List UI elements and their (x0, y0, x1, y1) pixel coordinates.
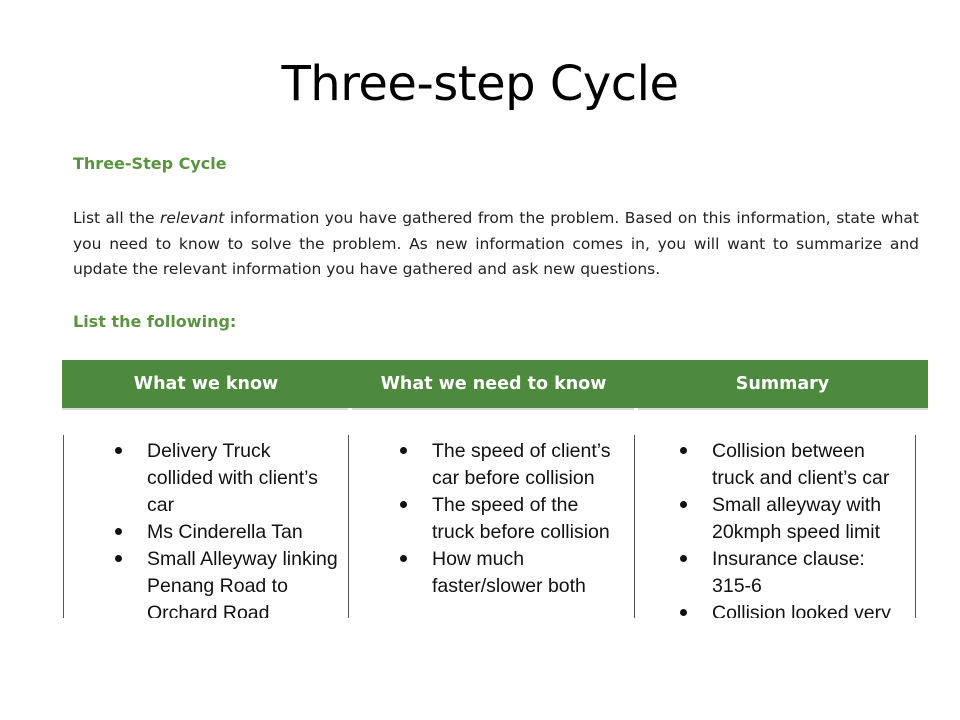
column-border (348, 435, 349, 620)
list-heading: List the following: (73, 312, 237, 331)
list-item: The speed of client’s car before collisi… (398, 438, 620, 492)
list-item: Small Alleyway linking Penang Road to Or… (113, 546, 338, 627)
list-item: Insurance clause: 315-6 (678, 546, 906, 600)
column-border (63, 435, 64, 620)
column-what-we-need-to-know: The speed of client’s car before collisi… (398, 438, 620, 600)
list-item: Ms Cinderella Tan (113, 519, 338, 546)
column-border (915, 435, 916, 620)
list-item: Collision between truck and client’s car (678, 438, 906, 492)
paragraph-emphasis: relevant (160, 209, 225, 227)
list-item: Delivery Truck collided with client’s ca… (113, 438, 338, 519)
column-what-we-know: Delivery Truck collided with client’s ca… (113, 438, 338, 627)
paragraph-rest: information you have gathered from the p… (73, 209, 919, 278)
list-item: How much faster/slower both (398, 546, 620, 600)
document-heading: Three-Step Cycle (73, 154, 227, 173)
header-underline (62, 408, 348, 410)
column-summary: Collision between truck and client’s car… (678, 438, 906, 627)
header-what-we-know: What we know (133, 374, 279, 394)
column-border (634, 435, 635, 620)
document-paragraph: List all the relevant information you ha… (73, 206, 919, 283)
header-underline (352, 408, 634, 410)
header-underline (638, 408, 928, 410)
list-item: The speed of the truck before collision (398, 492, 620, 546)
paragraph-start: List all the (73, 209, 155, 227)
table-header: What we know What we need to know Summar… (62, 360, 928, 408)
list-item: Small alleyway with 20kmph speed limit (678, 492, 906, 546)
slide-title: Three-step Cycle (281, 56, 679, 112)
image-crop-mask (0, 618, 960, 720)
header-summary: Summary (735, 374, 830, 394)
header-what-we-need-to-know: What we need to know (380, 374, 607, 394)
